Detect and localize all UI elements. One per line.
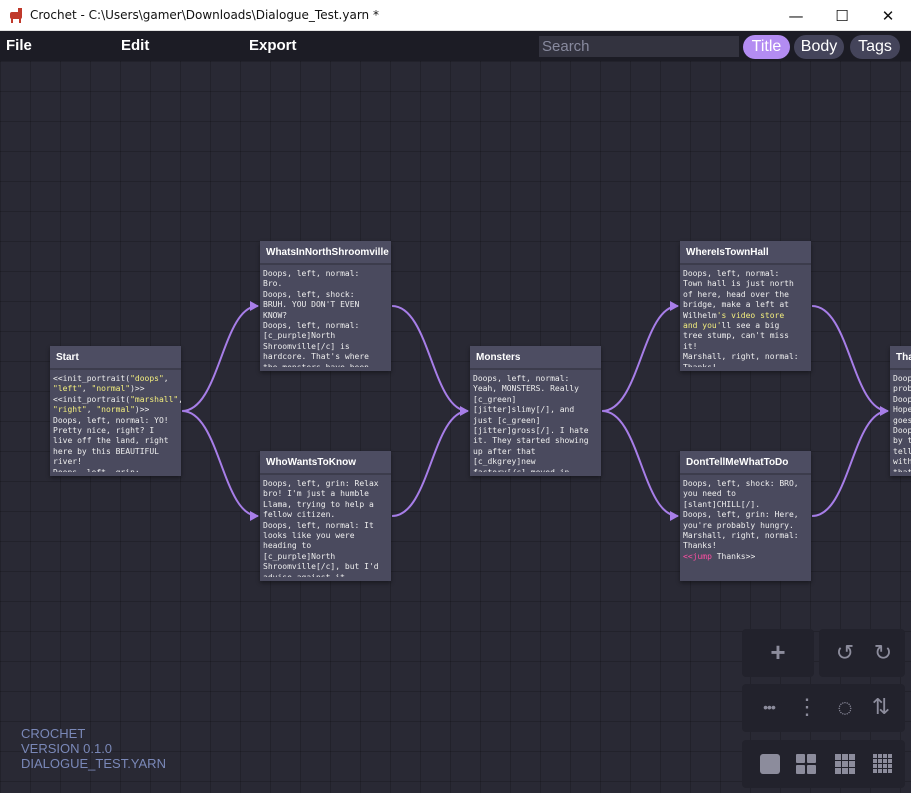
- filter-tags-button[interactable]: Tags: [850, 35, 900, 59]
- export-menu[interactable]: Export: [249, 37, 297, 54]
- app-name-label: CROCHET: [21, 726, 86, 741]
- wire-whowants-to-monsters: [391, 410, 469, 517]
- highlighted-text: "normal": [91, 384, 131, 394]
- grid-size-group: [742, 740, 905, 788]
- arrow-donttellme: [670, 511, 679, 521]
- grid-1x1-icon: [760, 754, 780, 774]
- minimize-button[interactable]: —: [788, 6, 804, 25]
- wire-monsters-to-whereistownhall: [601, 305, 679, 412]
- grid-4x4-icon: [873, 754, 892, 773]
- node-whatsinnorthshroomville[interactable]: WhatsInNorthShroomville Doops, left, nor…: [260, 241, 391, 371]
- node-donttellmewhattodo[interactable]: DontTellMeWhatToDo Doops, left, shock: B…: [680, 451, 811, 581]
- version-label: VERSION 0.1.0: [21, 741, 113, 756]
- node-monsters[interactable]: Monsters Doops, left, normal: Yeah, MONS…: [470, 346, 601, 476]
- grid-3x3-icon: [835, 754, 855, 774]
- node-body: Doops, left, normal: Bro. Doops, left, s…: [263, 269, 369, 367]
- node-whereistownhall[interactable]: WhereIsTownHall Doops, left, normal: Tow…: [680, 241, 811, 371]
- wire-monsters-to-donttellme: [601, 410, 679, 517]
- redo-icon[interactable]: ↻: [873, 640, 893, 665]
- filter-body-button[interactable]: Body: [794, 35, 844, 59]
- node-start[interactable]: Start <<init_portrait("doops", "left", "…: [50, 346, 181, 476]
- menu-bar: File Edit Export Title Body Tags: [0, 31, 911, 61]
- arrange-vertical-icon[interactable]: ⋮: [796, 694, 818, 719]
- node-whowantstoknow[interactable]: WhoWantsToKnow Doops, left, grin: Relax …: [260, 451, 391, 581]
- highlighted-text: "marshall": [130, 394, 179, 404]
- highlighted-text: "left": [53, 384, 82, 394]
- node-title: Thanks: [890, 346, 911, 370]
- node-title: DontTellMeWhatToDo: [680, 451, 811, 475]
- edit-menu[interactable]: Edit: [121, 37, 150, 54]
- arrange-horizontal-icon[interactable]: •••: [763, 699, 776, 715]
- highlighted-text: 's video store: [716, 310, 785, 320]
- sort-icon[interactable]: ⇅: [871, 694, 891, 719]
- highlighted-text: <<jump: [683, 551, 712, 561]
- title-bar: Crochet - C:\Users\gamer\Downloads\Dialo…: [0, 0, 911, 31]
- highlighted-text: "normal": [96, 405, 135, 415]
- wire-whatsinnorth-to-monsters: [391, 305, 469, 412]
- node-body: Doops, left, normal: Town hall is just n…: [683, 269, 799, 367]
- maximize-button[interactable]: ☐: [835, 6, 849, 25]
- node-title: Start: [50, 346, 181, 370]
- highlighted-text: "doops": [130, 374, 164, 383]
- search-input[interactable]: [539, 36, 739, 57]
- node-title: WhoWantsToKnow: [260, 451, 391, 475]
- llama-app-icon: [8, 7, 24, 23]
- history-group: ↺ ↻: [819, 629, 905, 677]
- wire-donttellme-to-thanks: [811, 410, 889, 517]
- highlighted-text: and you': [683, 321, 722, 331]
- node-body: <<init_portrait("doops", "left", "normal…: [53, 374, 181, 472]
- node-canvas[interactable]: Start <<init_portrait("doops", "left", "…: [0, 61, 911, 793]
- node-title: WhereIsTownHall: [680, 241, 811, 265]
- window-title: Crochet - C:\Users\gamer\Downloads\Dialo…: [30, 8, 379, 22]
- wire-start-to-whowants: [181, 410, 259, 517]
- arrange-group: ••• ⋮ ◌ ⇅: [742, 684, 905, 732]
- node-title: WhatsInNorthShroomville: [260, 241, 391, 265]
- arrow-thanks: [880, 406, 889, 416]
- close-button[interactable]: ✕: [881, 6, 895, 25]
- arrow-whatsinnorth: [250, 301, 259, 311]
- arrange-circle-icon[interactable]: ◌: [837, 692, 853, 722]
- wire-start-to-whatsinnorth: [181, 305, 259, 412]
- arrow-whowants: [250, 511, 259, 521]
- node-title: Monsters: [470, 346, 601, 370]
- node-body: Doops, left, grin: Relax bro! I'm just a…: [263, 479, 379, 577]
- undo-icon[interactable]: ↺: [835, 640, 855, 665]
- arrow-whereistownhall: [670, 301, 679, 311]
- wire-whereistownhall-to-thanks: [811, 305, 889, 412]
- grid-2x2-icon: [796, 754, 816, 774]
- node-body: Doops, left, shock: BRO, you need to [sl…: [683, 479, 799, 561]
- filename-label: DIALOGUE_TEST.YARN: [21, 756, 166, 771]
- node-thanks[interactable]: Thanks Doops, left, normal: probably... …: [890, 346, 911, 476]
- node-body: Doops, left, normal: probably... Doops, …: [893, 374, 911, 472]
- add-node-icon[interactable]: +: [770, 637, 786, 667]
- node-body: Doops, left, normal: Yeah, MONSTERS. Rea…: [473, 374, 589, 472]
- arrow-monsters: [460, 406, 469, 416]
- filter-title-button[interactable]: Title: [743, 35, 790, 59]
- add-node-group: +: [742, 629, 814, 677]
- file-menu[interactable]: File: [6, 37, 32, 54]
- connection-wires: [181, 301, 889, 521]
- highlighted-text: "right": [53, 405, 87, 415]
